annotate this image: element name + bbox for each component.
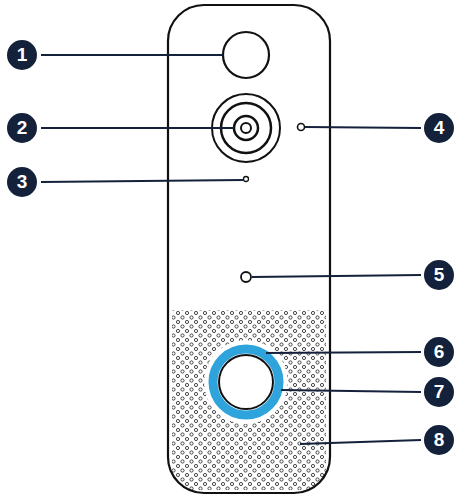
callout-number: 1 <box>7 40 37 70</box>
indicator-dot <box>241 272 251 282</box>
leader-lines <box>41 55 421 444</box>
light-sensor <box>298 124 305 131</box>
microphone-hole <box>244 177 249 182</box>
speaker-grille <box>172 310 326 490</box>
callout-number: 5 <box>424 260 454 290</box>
callout-number: 2 <box>7 113 37 143</box>
doorbell-housing <box>168 5 330 493</box>
callout-number: 7 <box>424 377 454 407</box>
callout-number: 6 <box>424 337 454 367</box>
callout-number: 8 <box>424 425 454 455</box>
callout-number: 4 <box>424 113 454 143</box>
callout-number: 3 <box>7 167 37 197</box>
pir-sensor <box>223 32 269 78</box>
